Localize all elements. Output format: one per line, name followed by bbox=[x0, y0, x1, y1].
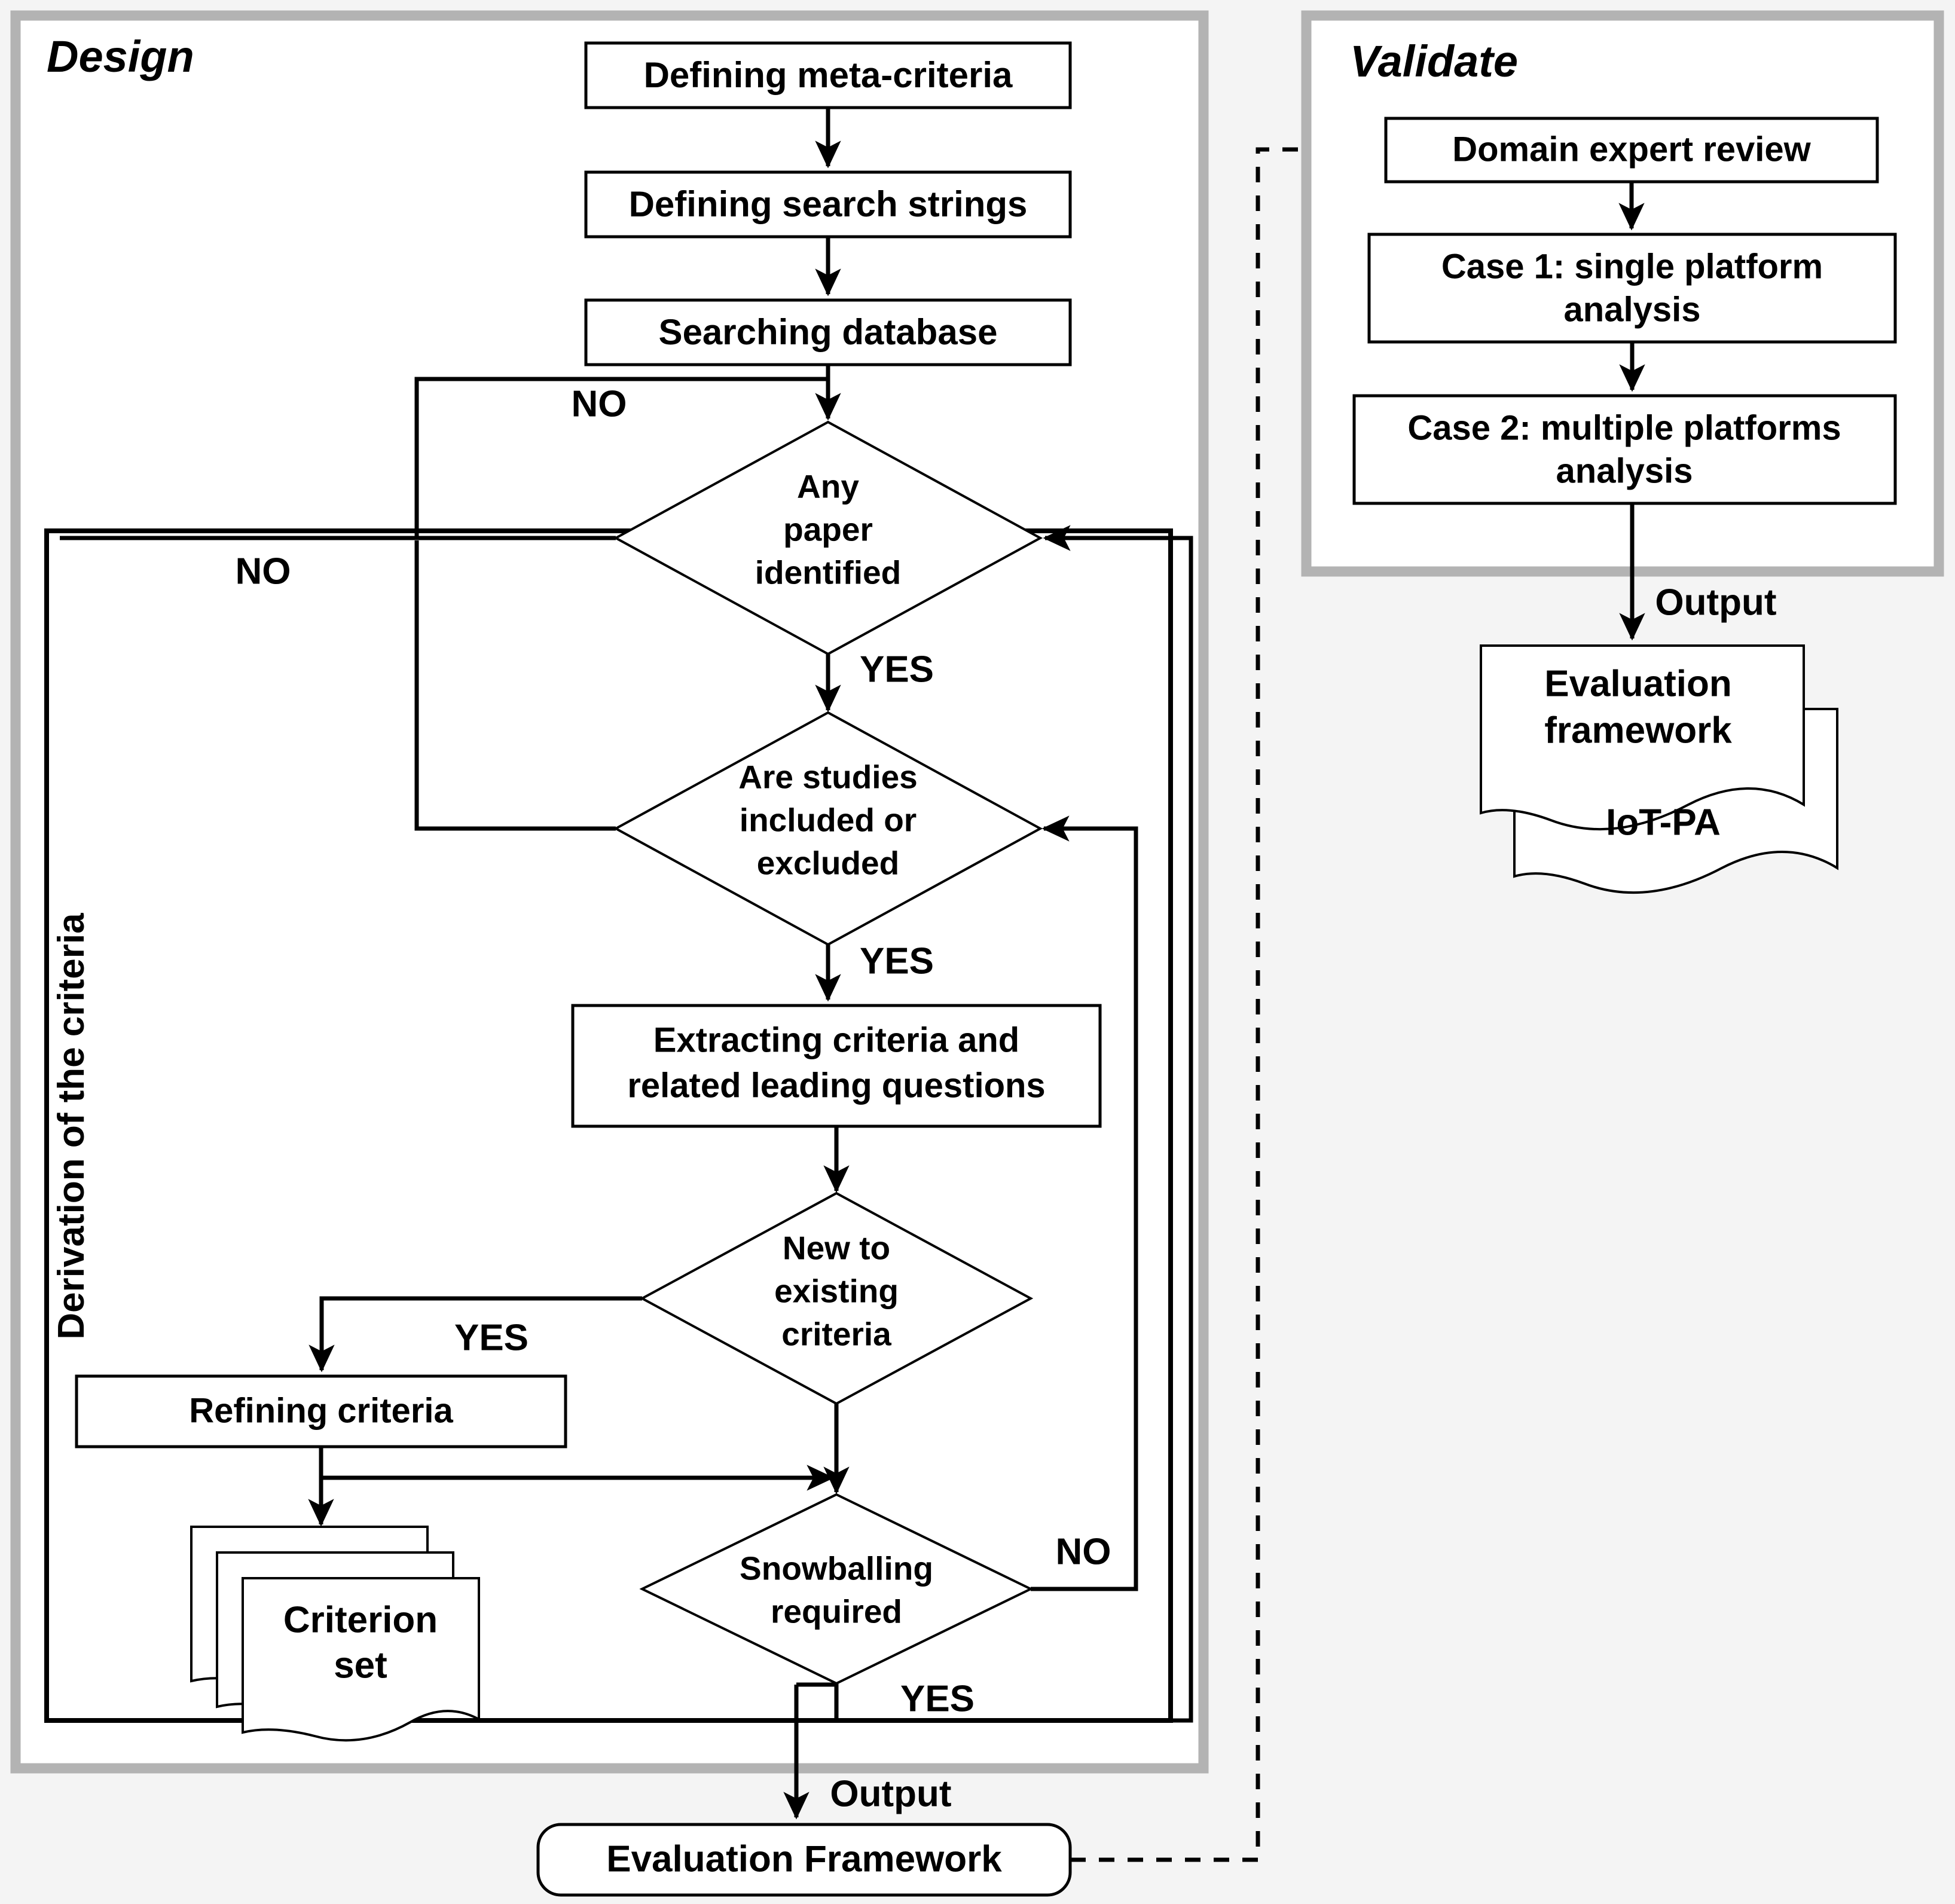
edge-label-yes-are-studies: YES bbox=[860, 940, 934, 982]
node-evaluation-framework-doc-label-1: Evaluation bbox=[1544, 663, 1732, 704]
edge-are-studies-no-loop bbox=[414, 540, 616, 831]
node-snowballing-label-2: required bbox=[771, 1593, 902, 1630]
node-domain-expert-review-label: Domain expert review bbox=[1452, 130, 1811, 169]
node-domain-expert-review[interactable] bbox=[1384, 117, 1879, 184]
node-new-to-existing-label-1: New to bbox=[783, 1230, 890, 1267]
node-any-paper-identified-label-1: Any bbox=[797, 468, 859, 505]
derivation-group-label: Derivation of the criteria bbox=[51, 913, 92, 1340]
node-case-2-label-2: analysis bbox=[1556, 451, 1693, 490]
node-case-1[interactable] bbox=[1367, 233, 1897, 344]
node-are-studies-label-2: included or bbox=[740, 802, 917, 839]
criterion-set-doc-front bbox=[242, 1577, 480, 1742]
node-defining-meta-criteria[interactable] bbox=[584, 41, 1072, 109]
edge-label-no-search-loop: NO bbox=[572, 383, 627, 424]
node-evaluation-framework-doc-label-2: framework bbox=[1544, 710, 1732, 751]
node-case-2[interactable] bbox=[1352, 394, 1897, 505]
derivation-group-box bbox=[44, 528, 1173, 1723]
design-panel bbox=[10, 10, 1209, 1774]
node-any-paper-identified-label-2: paper bbox=[783, 511, 873, 548]
edge-label-output-validate: Output bbox=[1655, 582, 1776, 623]
node-are-studies-label-3: excluded bbox=[757, 845, 899, 882]
node-criterion-set-label-1: Criterion bbox=[283, 1599, 438, 1640]
node-case-1-label-1: Case 1: single platform bbox=[1441, 247, 1823, 286]
node-defining-search-strings-label: Defining search strings bbox=[629, 184, 1028, 224]
edge-snowballing-no-loop bbox=[1031, 815, 1138, 1591]
node-defining-meta-criteria-label: Defining meta-criteria bbox=[644, 55, 1013, 95]
edge-snowballing-yes-loop bbox=[834, 525, 1193, 1723]
node-extracting-criteria-label-2: related leading questions bbox=[627, 1066, 1045, 1105]
node-refining-criteria[interactable] bbox=[75, 1374, 567, 1448]
node-evaluation-framework-document[interactable]: Evaluation framework IoT-PA bbox=[1480, 644, 1838, 894]
node-extracting-criteria[interactable] bbox=[571, 1004, 1102, 1128]
edge-label-output-design: Output bbox=[830, 1773, 951, 1814]
edge-label-yes-any-paper: YES bbox=[860, 649, 934, 690]
node-case-2-label-1: Case 2: multiple platforms bbox=[1407, 408, 1841, 447]
edge-new-criteria-yes bbox=[308, 1296, 642, 1373]
node-snowballing-label-1: Snowballing bbox=[740, 1550, 933, 1587]
design-panel-title: Design bbox=[47, 32, 194, 81]
node-case-1-label-2: analysis bbox=[1564, 290, 1701, 329]
node-searching-database-label: Searching database bbox=[659, 312, 998, 352]
node-any-paper-identified-label-3: identified bbox=[755, 554, 901, 591]
edge-label-no-snowballing: NO bbox=[1056, 1531, 1111, 1572]
node-extracting-criteria-label-1: Extracting criteria and bbox=[653, 1020, 1019, 1059]
node-criterion-set[interactable]: Criterion set bbox=[190, 1526, 480, 1742]
edge-label-no-outer-loop: NO bbox=[236, 551, 291, 592]
node-criterion-set-label-2: set bbox=[334, 1645, 387, 1686]
node-are-studies-label-1: Are studies bbox=[738, 759, 918, 796]
node-new-to-existing-label-2: existing bbox=[774, 1273, 899, 1310]
edge-label-yes-new-to-existing: YES bbox=[454, 1317, 529, 1358]
validate-panel-title: Validate bbox=[1350, 36, 1518, 86]
node-iot-pa-label: IoT-PA bbox=[1606, 802, 1721, 843]
node-refining-criteria-label: Refining criteria bbox=[189, 1391, 453, 1430]
edge-label-yes-snowballing: YES bbox=[900, 1678, 975, 1719]
node-new-to-existing-label-3: criteria bbox=[781, 1316, 891, 1353]
evaluation-framework-doc-front bbox=[1480, 644, 1805, 831]
edge-any-paper-no-loop bbox=[414, 377, 827, 540]
node-searching-database[interactable] bbox=[584, 298, 1072, 366]
node-evaluation-framework-output-label: Evaluation Framework bbox=[606, 1838, 1002, 1879]
